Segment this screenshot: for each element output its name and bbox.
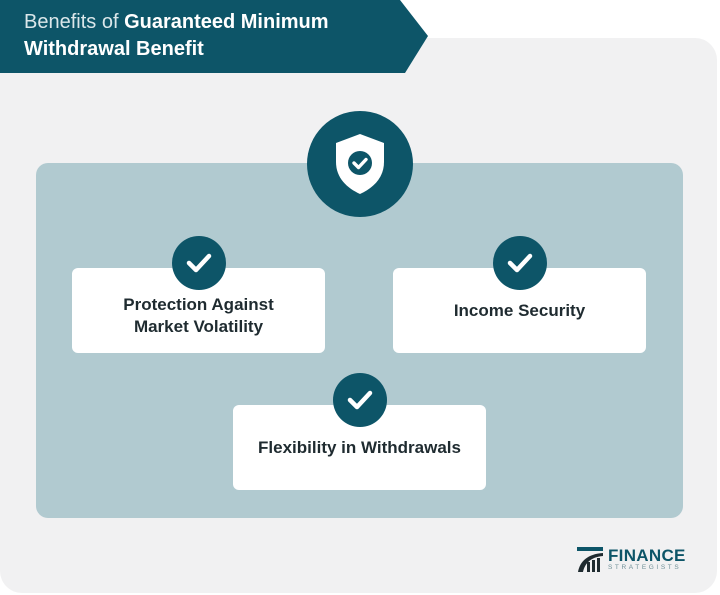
title-bold-line1: Guaranteed Minimum [124, 11, 329, 33]
benefit-label-line1: Protection Against [123, 294, 274, 314]
shield-check-icon [307, 111, 413, 217]
benefit-label: Flexibility in Withdrawals [258, 437, 461, 457]
benefit-label: Income Security [453, 300, 586, 320]
page-title: Benefits of Guaranteed Minimum Withdrawa… [24, 9, 329, 63]
logo-sub-text: STRATEGISTS [608, 563, 682, 571]
title-prefix: Benefits of [24, 11, 125, 33]
checkmark-icon [333, 373, 387, 427]
logo-main-text: FINANCE [608, 545, 686, 565]
finance-strategists-logo: FINANCE STRATEGISTS [576, 545, 686, 573]
checkmark-icon [493, 236, 547, 290]
checkmark-icon [172, 236, 226, 290]
title-bold-line2: Withdrawal Benefit [24, 38, 204, 60]
title-banner: Benefits of Guaranteed Minimum Withdrawa… [0, 0, 428, 73]
benefit-card-protection: Protection Against Market Volatility [72, 268, 325, 353]
benefit-label-line2: Market Volatility [133, 316, 264, 336]
logo-mark-icon [577, 547, 603, 572]
